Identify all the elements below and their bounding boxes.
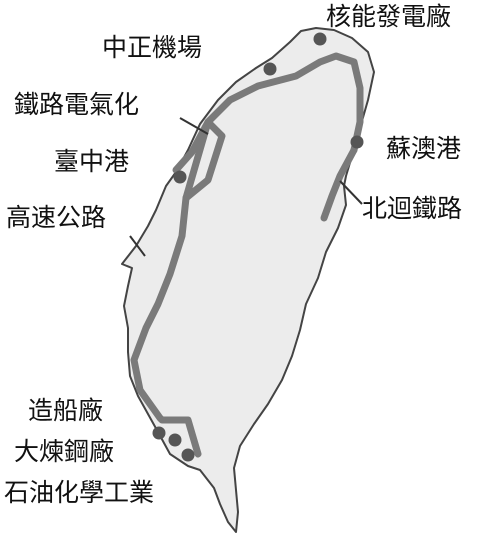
- north-link-railway-line: [320, 146, 358, 222]
- railway-electrification-label: 鐵路電氣化: [14, 90, 139, 119]
- railway-electrification-leader: [179, 117, 209, 135]
- steel-mill-site: [168, 433, 182, 447]
- steel-mill-label: 大煉鋼廠: [14, 437, 114, 466]
- taichung-harbor-label: 臺中港: [54, 147, 129, 176]
- freeway-leader: [129, 235, 146, 257]
- freeway-label: 高速公路: [6, 203, 106, 232]
- shipyard-site: [152, 426, 166, 440]
- taiwan-island: [121, 27, 375, 533]
- suao-harbor-label: 蘇澳港: [386, 134, 461, 163]
- taichung-harbor-site: [173, 170, 187, 184]
- airport-label: 中正機場: [102, 33, 202, 62]
- railway-loop: [182, 118, 226, 202]
- shipyard-label: 造船廠: [28, 396, 103, 425]
- north-link-railway-leader: [339, 180, 363, 205]
- airport-site: [263, 62, 277, 76]
- petrochemical-label: 石油化學工業: [4, 478, 154, 507]
- western-trunk-south: [130, 194, 202, 458]
- north-link-railway-label: 北迴鐵路: [362, 194, 462, 223]
- nuclear-plant-label: 核能發電廠: [326, 2, 451, 31]
- nuclear-plant-site: [313, 32, 327, 46]
- petrochemical-site: [181, 448, 195, 462]
- suao-harbor-site: [350, 135, 364, 149]
